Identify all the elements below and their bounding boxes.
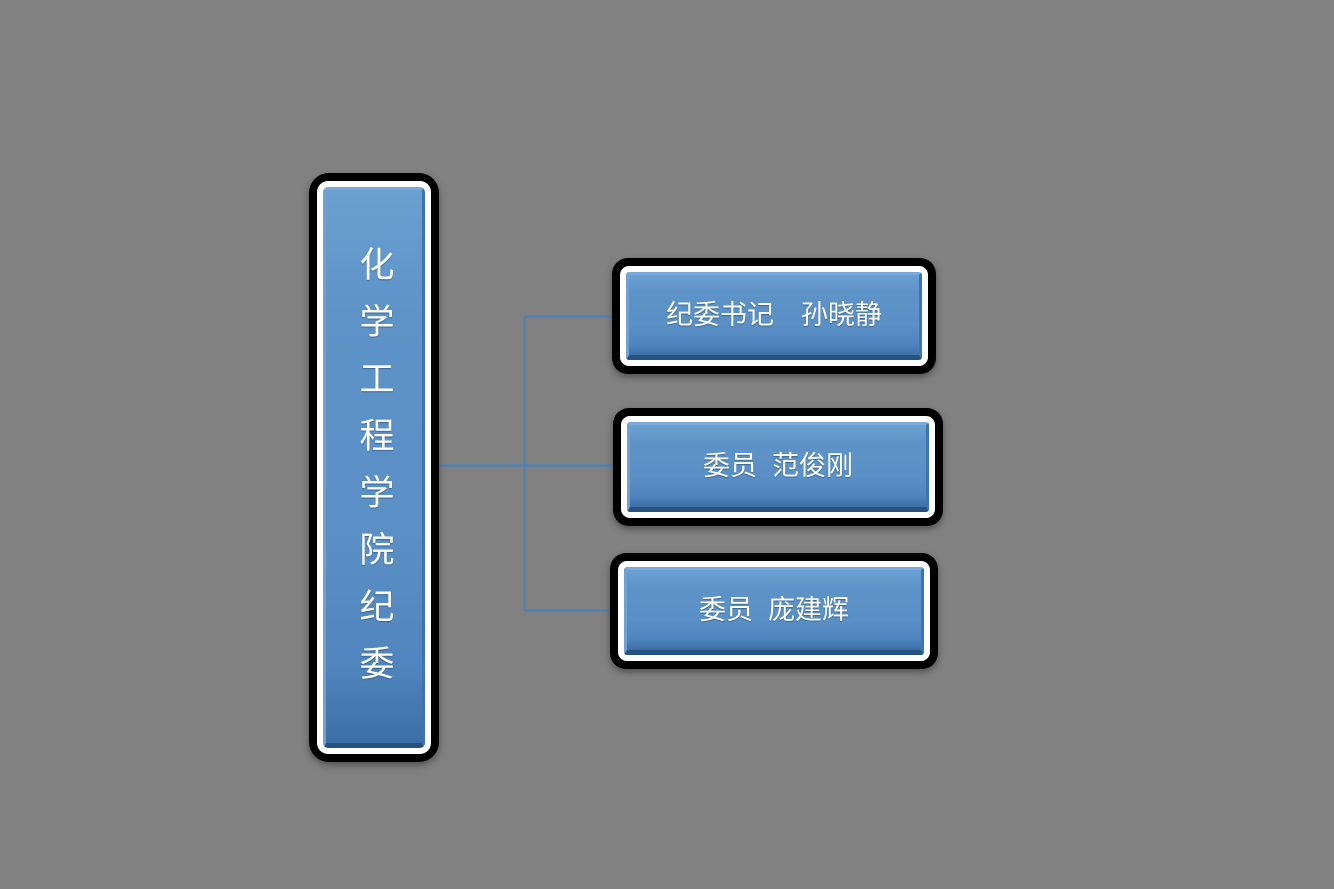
org-node-secretary-label: 纪委书记 孙晓静 — [666, 299, 882, 330]
org-node-member-1-face: 委员 范俊刚 — [627, 422, 929, 512]
org-node-secretary[interactable]: 纪委书记 孙晓静 — [612, 258, 936, 374]
org-node-member-1[interactable]: 委员 范俊刚 — [613, 408, 943, 526]
connector-junction — [522, 463, 527, 468]
org-node-root-border: 化学工程学院纪委 — [317, 181, 431, 754]
org-node-member-2-label: 委员 庞建辉 — [698, 594, 849, 625]
org-node-root-face: 化学工程学院纪委 — [323, 187, 425, 748]
org-node-member-1-label: 委员 范俊刚 — [702, 450, 853, 481]
org-node-secretary-face: 纪委书记 孙晓静 — [626, 272, 922, 360]
org-node-member-2-border: 委员 庞建辉 — [618, 561, 930, 661]
org-node-member-2[interactable]: 委员 庞建辉 — [610, 553, 938, 669]
org-node-root[interactable]: 化学工程学院纪委 — [309, 173, 439, 762]
org-node-member-1-border: 委员 范俊刚 — [621, 416, 935, 518]
org-node-root-label: 化学工程学院纪委 — [354, 245, 394, 702]
org-node-member-2-face: 委员 庞建辉 — [624, 567, 924, 655]
org-node-secretary-border: 纪委书记 孙晓静 — [620, 266, 928, 366]
